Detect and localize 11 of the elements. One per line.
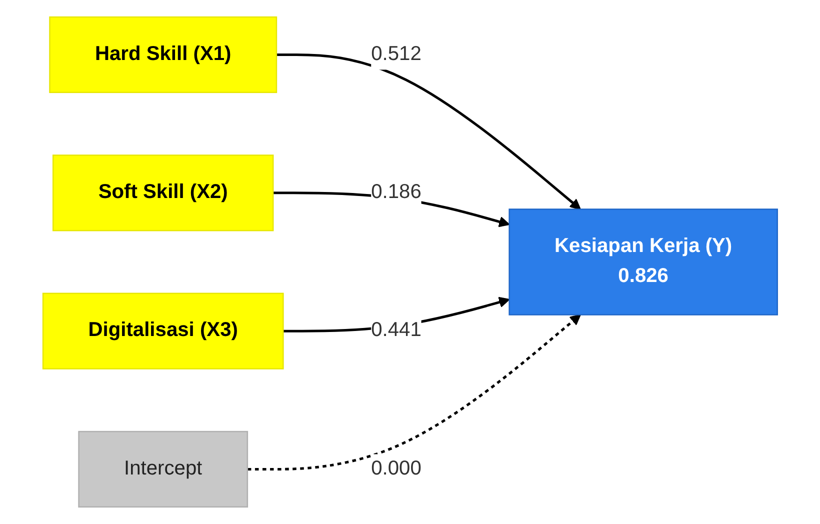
node-box: Intercept [78,430,248,508]
arrow [247,314,581,470]
node-box: Hard Skill (X1) [48,16,277,94]
edge-label: 0.512 [370,43,422,65]
node-box: Digitalisasi (X3) [42,292,284,370]
edge-label: 0.186 [370,182,422,203]
node-box: Kesiapan Kerja (Y) 0.826 [508,208,778,316]
arrow [276,53,581,210]
edge-label: 0.441 [370,320,422,342]
edge-label: 0.000 [370,458,422,480]
node-box: Soft Skill (X2) [52,154,274,232]
